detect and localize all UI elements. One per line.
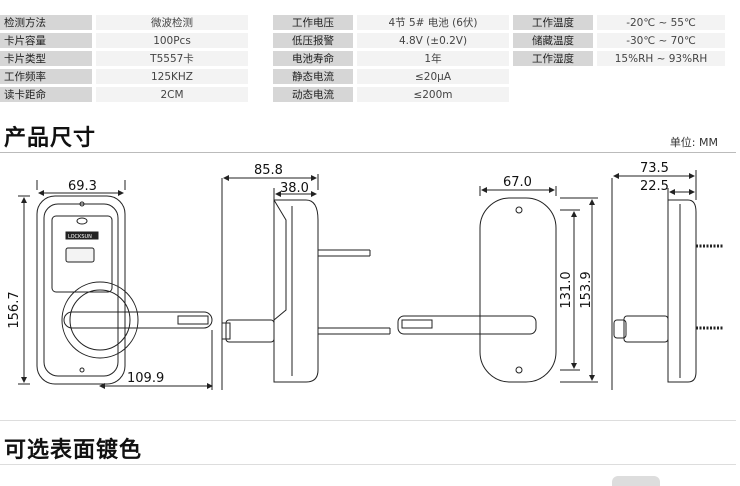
side-view-2-drawing bbox=[611, 170, 724, 390]
spec-key: 工作温度 bbox=[513, 15, 593, 30]
spec-key: 检测方法 bbox=[0, 15, 92, 30]
spec-key: 低压报警 bbox=[273, 33, 353, 48]
spec-value: 2CM bbox=[96, 87, 248, 102]
section-title-dimensions: 产品尺寸 bbox=[4, 126, 97, 151]
section-divider bbox=[0, 152, 736, 153]
spec-key: 储藏温度 bbox=[513, 33, 593, 48]
spec-row: 卡片容量 100Pcs bbox=[0, 33, 248, 48]
spec-row: 电池寿命 1年 bbox=[273, 51, 509, 66]
spec-value: 4节 5# 电池 (6伏) bbox=[357, 15, 509, 30]
spec-value: -20℃ ~ 55℃ bbox=[597, 15, 725, 30]
spec-value: 15%RH ~ 93%RH bbox=[597, 51, 725, 66]
spec-key: 电池寿命 bbox=[273, 51, 353, 66]
spec-value: T5557卡 bbox=[96, 51, 248, 66]
reader-logo bbox=[65, 231, 99, 240]
spec-key: 读卡距命 bbox=[0, 87, 92, 102]
spec-row: 工作频率 125KHZ bbox=[0, 69, 248, 84]
color-swatch-partial bbox=[612, 476, 660, 486]
spec-row: 低压报警 4.8V (±0.2V) bbox=[273, 33, 509, 48]
section-divider bbox=[0, 420, 736, 421]
dim-back-inner: 131.0 bbox=[559, 271, 574, 308]
spec-key: 卡片容量 bbox=[0, 33, 92, 48]
side-view-drawing bbox=[221, 174, 391, 390]
dim-back-width: 67.0 bbox=[503, 175, 532, 190]
reader-brand-text: LOCKSUN bbox=[68, 234, 92, 240]
spec-row: 储藏温度 -30℃ ~ 70℃ bbox=[513, 33, 725, 48]
spec-value: 微波检测 bbox=[96, 15, 248, 30]
spec-key: 工作电压 bbox=[273, 15, 353, 30]
spec-value: 4.8V (±0.2V) bbox=[357, 33, 509, 48]
spec-key: 工作频率 bbox=[0, 69, 92, 84]
spec-row: 读卡距命 2CM bbox=[0, 87, 248, 102]
unit-label: 单位: MM bbox=[669, 136, 718, 149]
spec-key: 静态电流 bbox=[273, 69, 353, 84]
dim-handle-length: 109.9 bbox=[127, 371, 164, 386]
spec-row: 卡片类型 T5557卡 bbox=[0, 51, 248, 66]
spec-row: 动态电流 ≤200m bbox=[273, 87, 509, 102]
spec-row: 工作湿度 15%RH ~ 93%RH bbox=[513, 51, 725, 66]
dim-side2-total: 73.5 bbox=[640, 161, 669, 176]
spec-value: ≤20μA bbox=[357, 69, 509, 84]
section-title-colors: 可选表面镀色 bbox=[4, 438, 143, 463]
spec-table-environment: 工作温度 -20℃ ~ 55℃ 储藏温度 -30℃ ~ 70℃ 工作湿度 15%RH … bbox=[513, 12, 725, 69]
spec-row: 工作温度 -20℃ ~ 55℃ bbox=[513, 15, 725, 30]
spec-row: 检测方法微波检测 bbox=[0, 15, 248, 30]
spec-table-general: 检测方法微波检测 卡片容量 100Pcs 卡片类型 T5557卡 工作频率 125KH… bbox=[0, 12, 248, 105]
spec-key: 工作湿度 bbox=[513, 51, 593, 66]
dim-side2-body: 22.5 bbox=[640, 179, 669, 194]
dim-back-height: 153.9 bbox=[579, 271, 594, 308]
dim-front-width: 69.3 bbox=[68, 179, 97, 194]
spec-row: 静态电流 ≤20μA bbox=[273, 69, 509, 84]
spec-value: -30℃ ~ 70℃ bbox=[597, 33, 725, 48]
dimension-drawings: 69.3 156.7 109.9 85.8 38.0 67.0 131.0 15… bbox=[7, 161, 724, 390]
dim-side-body: 38.0 bbox=[280, 181, 309, 196]
spec-value: 125KHZ bbox=[96, 69, 248, 84]
spec-row: 工作电压 4节 5# 电池 (6伏) bbox=[273, 15, 509, 30]
spec-key: 卡片类型 bbox=[0, 51, 92, 66]
back-view-drawing bbox=[397, 186, 598, 383]
section-divider bbox=[0, 464, 736, 465]
dim-front-height: 156.7 bbox=[7, 291, 22, 328]
spec-value: 100Pcs bbox=[96, 33, 248, 48]
front-view-drawing bbox=[18, 180, 213, 390]
spec-key: 动态电流 bbox=[273, 87, 353, 102]
spec-table-power: 工作电压 4节 5# 电池 (6伏) 低压报警 4.8V (±0.2V) 电池寿命 1… bbox=[273, 12, 509, 105]
dim-side-total: 85.8 bbox=[254, 163, 283, 178]
spec-value: ≤200m bbox=[357, 87, 509, 102]
spec-value: 1年 bbox=[357, 51, 509, 66]
